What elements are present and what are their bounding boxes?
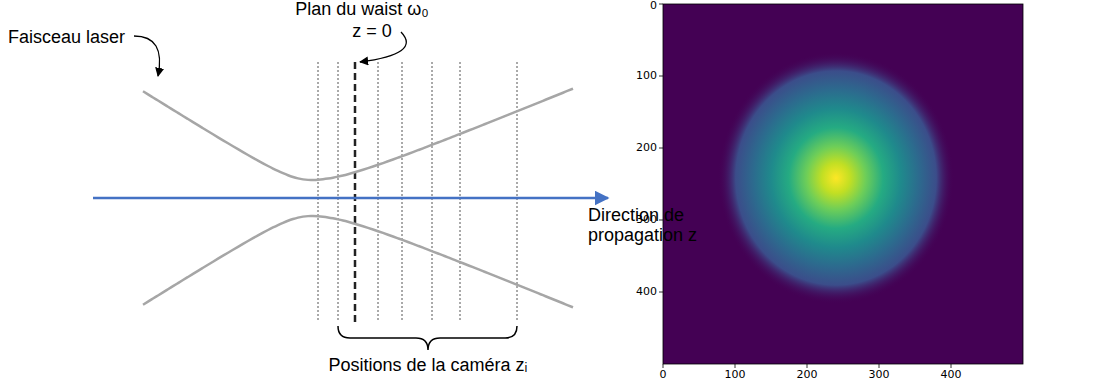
tick [663, 364, 664, 368]
tick [659, 148, 663, 149]
propagation-axis [93, 197, 608, 200]
plot-frame [663, 4, 1023, 364]
tick-label: 0 [660, 369, 667, 381]
tick-label: 100 [636, 70, 657, 82]
tick-label: 0 [650, 0, 657, 12]
beam-label: Faisceau laser [8, 28, 125, 48]
tick-label: 400 [636, 286, 657, 298]
tick [659, 4, 663, 5]
tick [951, 364, 952, 368]
plane-label: Plan du waist ω₀ [295, 0, 429, 20]
leader-arrow [134, 36, 160, 76]
waist-plane [354, 62, 357, 326]
tick [735, 364, 736, 368]
plane-label: z = 0 [352, 22, 392, 42]
beam-edge [143, 216, 573, 307]
tick [659, 76, 663, 77]
tick-label: 200 [797, 369, 818, 381]
laser-beam [143, 89, 573, 308]
tick-label: 100 [725, 369, 746, 381]
beam-image [663, 4, 1023, 364]
tick-label: 300 [636, 214, 657, 226]
tick-label: 200 [636, 142, 657, 154]
tick [807, 364, 808, 368]
bracket-label: Positions de la caméra zᵢ [329, 356, 528, 376]
tick [659, 292, 663, 293]
tick [879, 364, 880, 368]
beam-edge [143, 89, 573, 180]
tick-label: 300 [869, 369, 890, 381]
bracket [338, 326, 517, 350]
camera-plane [318, 62, 517, 322]
tick-label: 400 [941, 369, 962, 381]
tick-marks [659, 4, 951, 368]
